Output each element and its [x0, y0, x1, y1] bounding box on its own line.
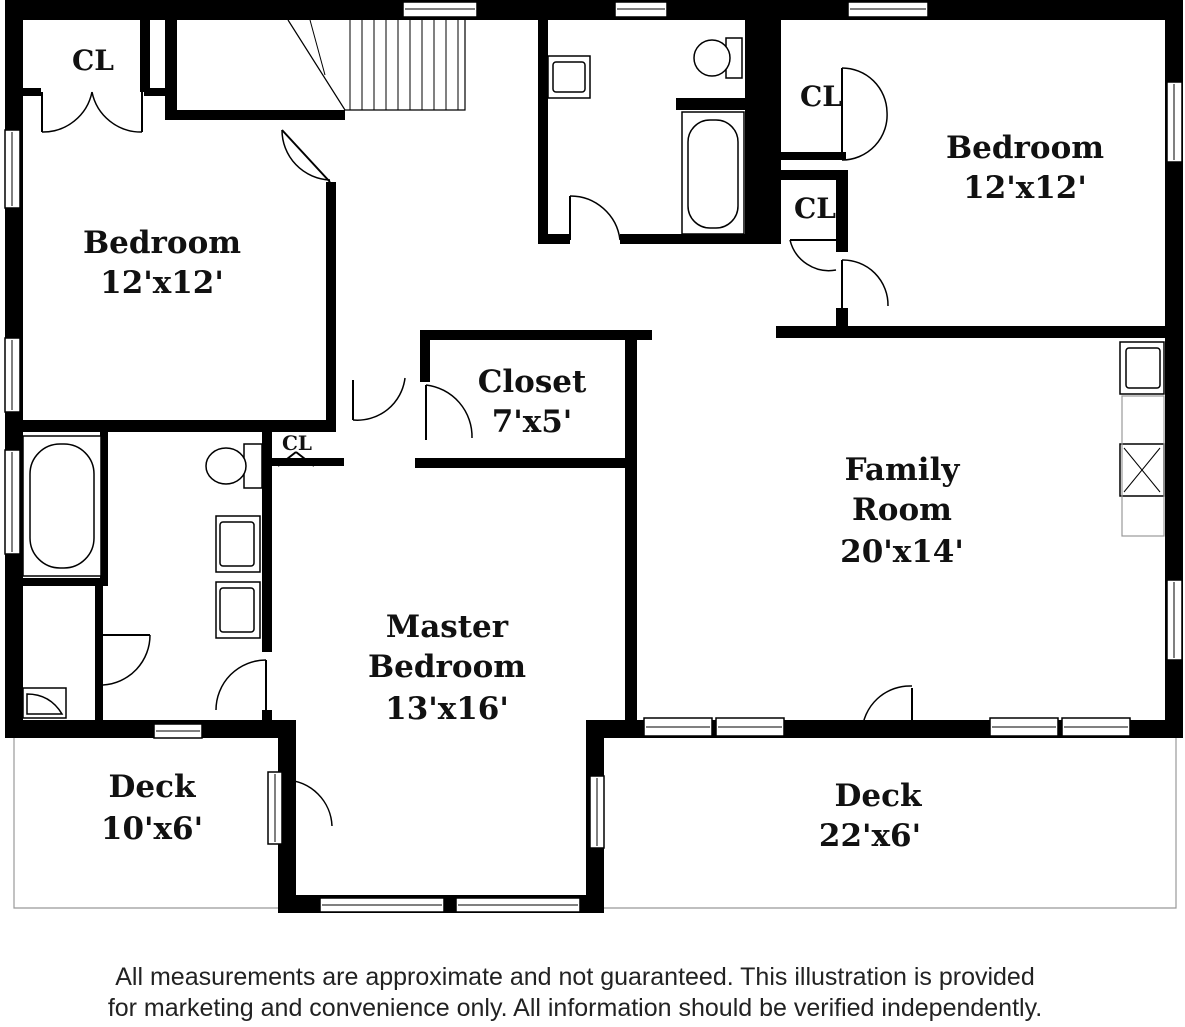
door-master-bath	[215, 659, 267, 711]
closet-name: Closet	[478, 364, 587, 400]
window-bath-bottom	[153, 723, 203, 739]
bedroom-left-name: Bedroom	[83, 225, 241, 261]
deck-left-size: 10'x6'	[101, 811, 203, 847]
deck-right-size: 22'x6'	[819, 818, 921, 854]
window-family-2	[715, 717, 785, 737]
door-deck-right	[861, 685, 913, 733]
room-labels: CL CL CL CL Bedroom 12'x12' Bedroom 12'x…	[72, 44, 1104, 854]
door-closet-top-left	[41, 91, 143, 133]
hearth-outline	[1121, 395, 1165, 537]
window-family-1	[643, 717, 713, 737]
family-room-name-1: Family	[845, 452, 961, 488]
window-left-1	[4, 129, 21, 209]
window-family-4	[1061, 717, 1131, 737]
closet-label-right-lower: CL	[794, 192, 836, 225]
family-room-size: 20'x14'	[840, 534, 964, 570]
toilet-icon	[693, 37, 743, 79]
sink-icon	[215, 581, 261, 639]
staircase	[287, 19, 466, 111]
deck-right-name: Deck	[835, 778, 923, 814]
closet-size: 7'x5'	[492, 404, 573, 440]
door-closet-7x5	[425, 384, 473, 440]
window-top-bath	[614, 1, 668, 18]
bedroom-left-size: 12'x12'	[100, 265, 224, 301]
door-deck-left	[285, 779, 333, 838]
door-shower	[102, 634, 151, 686]
bathtub-icon	[22, 435, 102, 577]
window-master-bottom-1	[319, 897, 445, 913]
deck-left-name: Deck	[109, 769, 197, 805]
window-left-2	[4, 337, 21, 413]
door-bath-top	[569, 195, 621, 241]
master-bedroom-size: 13'x16'	[385, 691, 509, 727]
window-top-stair	[402, 1, 478, 18]
door-cl-master-bath	[277, 451, 315, 467]
window-master-right	[589, 775, 605, 849]
closet-label-master-bath: CL	[282, 431, 312, 455]
window-top-right	[847, 1, 929, 18]
disclaimer: All measurements are approximate and not…	[0, 962, 1150, 1024]
bathtub-icon	[681, 111, 745, 235]
door-bedroom-left	[281, 129, 331, 183]
window-master-left	[267, 771, 283, 845]
door-bedroom-right	[841, 259, 889, 330]
shower-icon	[22, 687, 67, 719]
sink-icon	[215, 515, 261, 573]
bedroom-right-name: Bedroom	[946, 130, 1104, 166]
master-bedroom-name-1: Master	[386, 609, 509, 645]
window-right-2	[1166, 579, 1183, 661]
window-family-3	[989, 717, 1059, 737]
window-master-bottom-2	[455, 897, 581, 913]
master-bedroom-name-2: Bedroom	[368, 649, 526, 685]
sink-icon	[547, 55, 591, 99]
door-cl-right-lower	[789, 239, 837, 272]
window-right-1	[1166, 81, 1183, 163]
doors	[41, 67, 913, 838]
closet-label-top-left: CL	[72, 44, 114, 77]
interior-walls	[23, 18, 1183, 725]
disclaimer-line-1: All measurements are approximate and not…	[115, 963, 1035, 991]
closet-label-right-upper: CL	[800, 80, 842, 113]
toilet-icon	[205, 443, 263, 489]
floor-plan: CL CL CL CL Bedroom 12'x12' Bedroom 12'x…	[4, 0, 1183, 913]
window-left-3	[4, 449, 21, 555]
door-cl-right-upper	[841, 67, 888, 161]
disclaimer-line-2: for marketing and convenience only. All …	[107, 994, 1043, 1022]
fireplace-icon	[1119, 443, 1165, 497]
family-room-name-2: Room	[852, 492, 952, 528]
bedroom-right-size: 12'x12'	[963, 170, 1087, 206]
deck-railings	[13, 735, 1177, 909]
fixtures	[22, 37, 1165, 719]
windows	[4, 1, 1183, 913]
door-master-hall	[352, 377, 406, 421]
sink-icon	[1119, 341, 1165, 395]
